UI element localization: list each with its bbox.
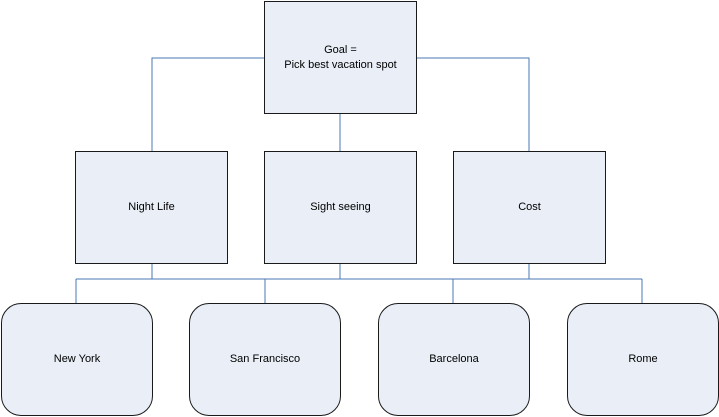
connector-goal-cost [417, 57, 530, 151]
criterion-label: Night Life [128, 201, 175, 214]
alternative-label: Rome [628, 353, 658, 366]
alternative-rome: Rome [567, 303, 719, 416]
goal-node: Goal = Pick best vacation spot [264, 1, 417, 114]
goal-description: Pick best vacation spot [284, 58, 397, 71]
alternative-barcelona: Barcelona [378, 303, 530, 416]
alternative-label: San Francisco [229, 353, 301, 366]
criterion-night-life: Night Life [75, 151, 228, 264]
criterion-sight-seeing: Sight seeing [264, 151, 417, 264]
connector-goal-night-life [151, 57, 264, 151]
criterion-label: Sight seeing [310, 201, 371, 214]
criterion-label: Cost [518, 201, 541, 214]
alternative-new-york: New York [1, 303, 153, 416]
criterion-cost: Cost [453, 151, 606, 264]
alternative-san-francisco: San Francisco [189, 303, 341, 416]
goal-title: Goal = [324, 44, 357, 57]
alternative-label: Barcelona [429, 353, 479, 366]
alternative-label: New York [53, 353, 101, 366]
